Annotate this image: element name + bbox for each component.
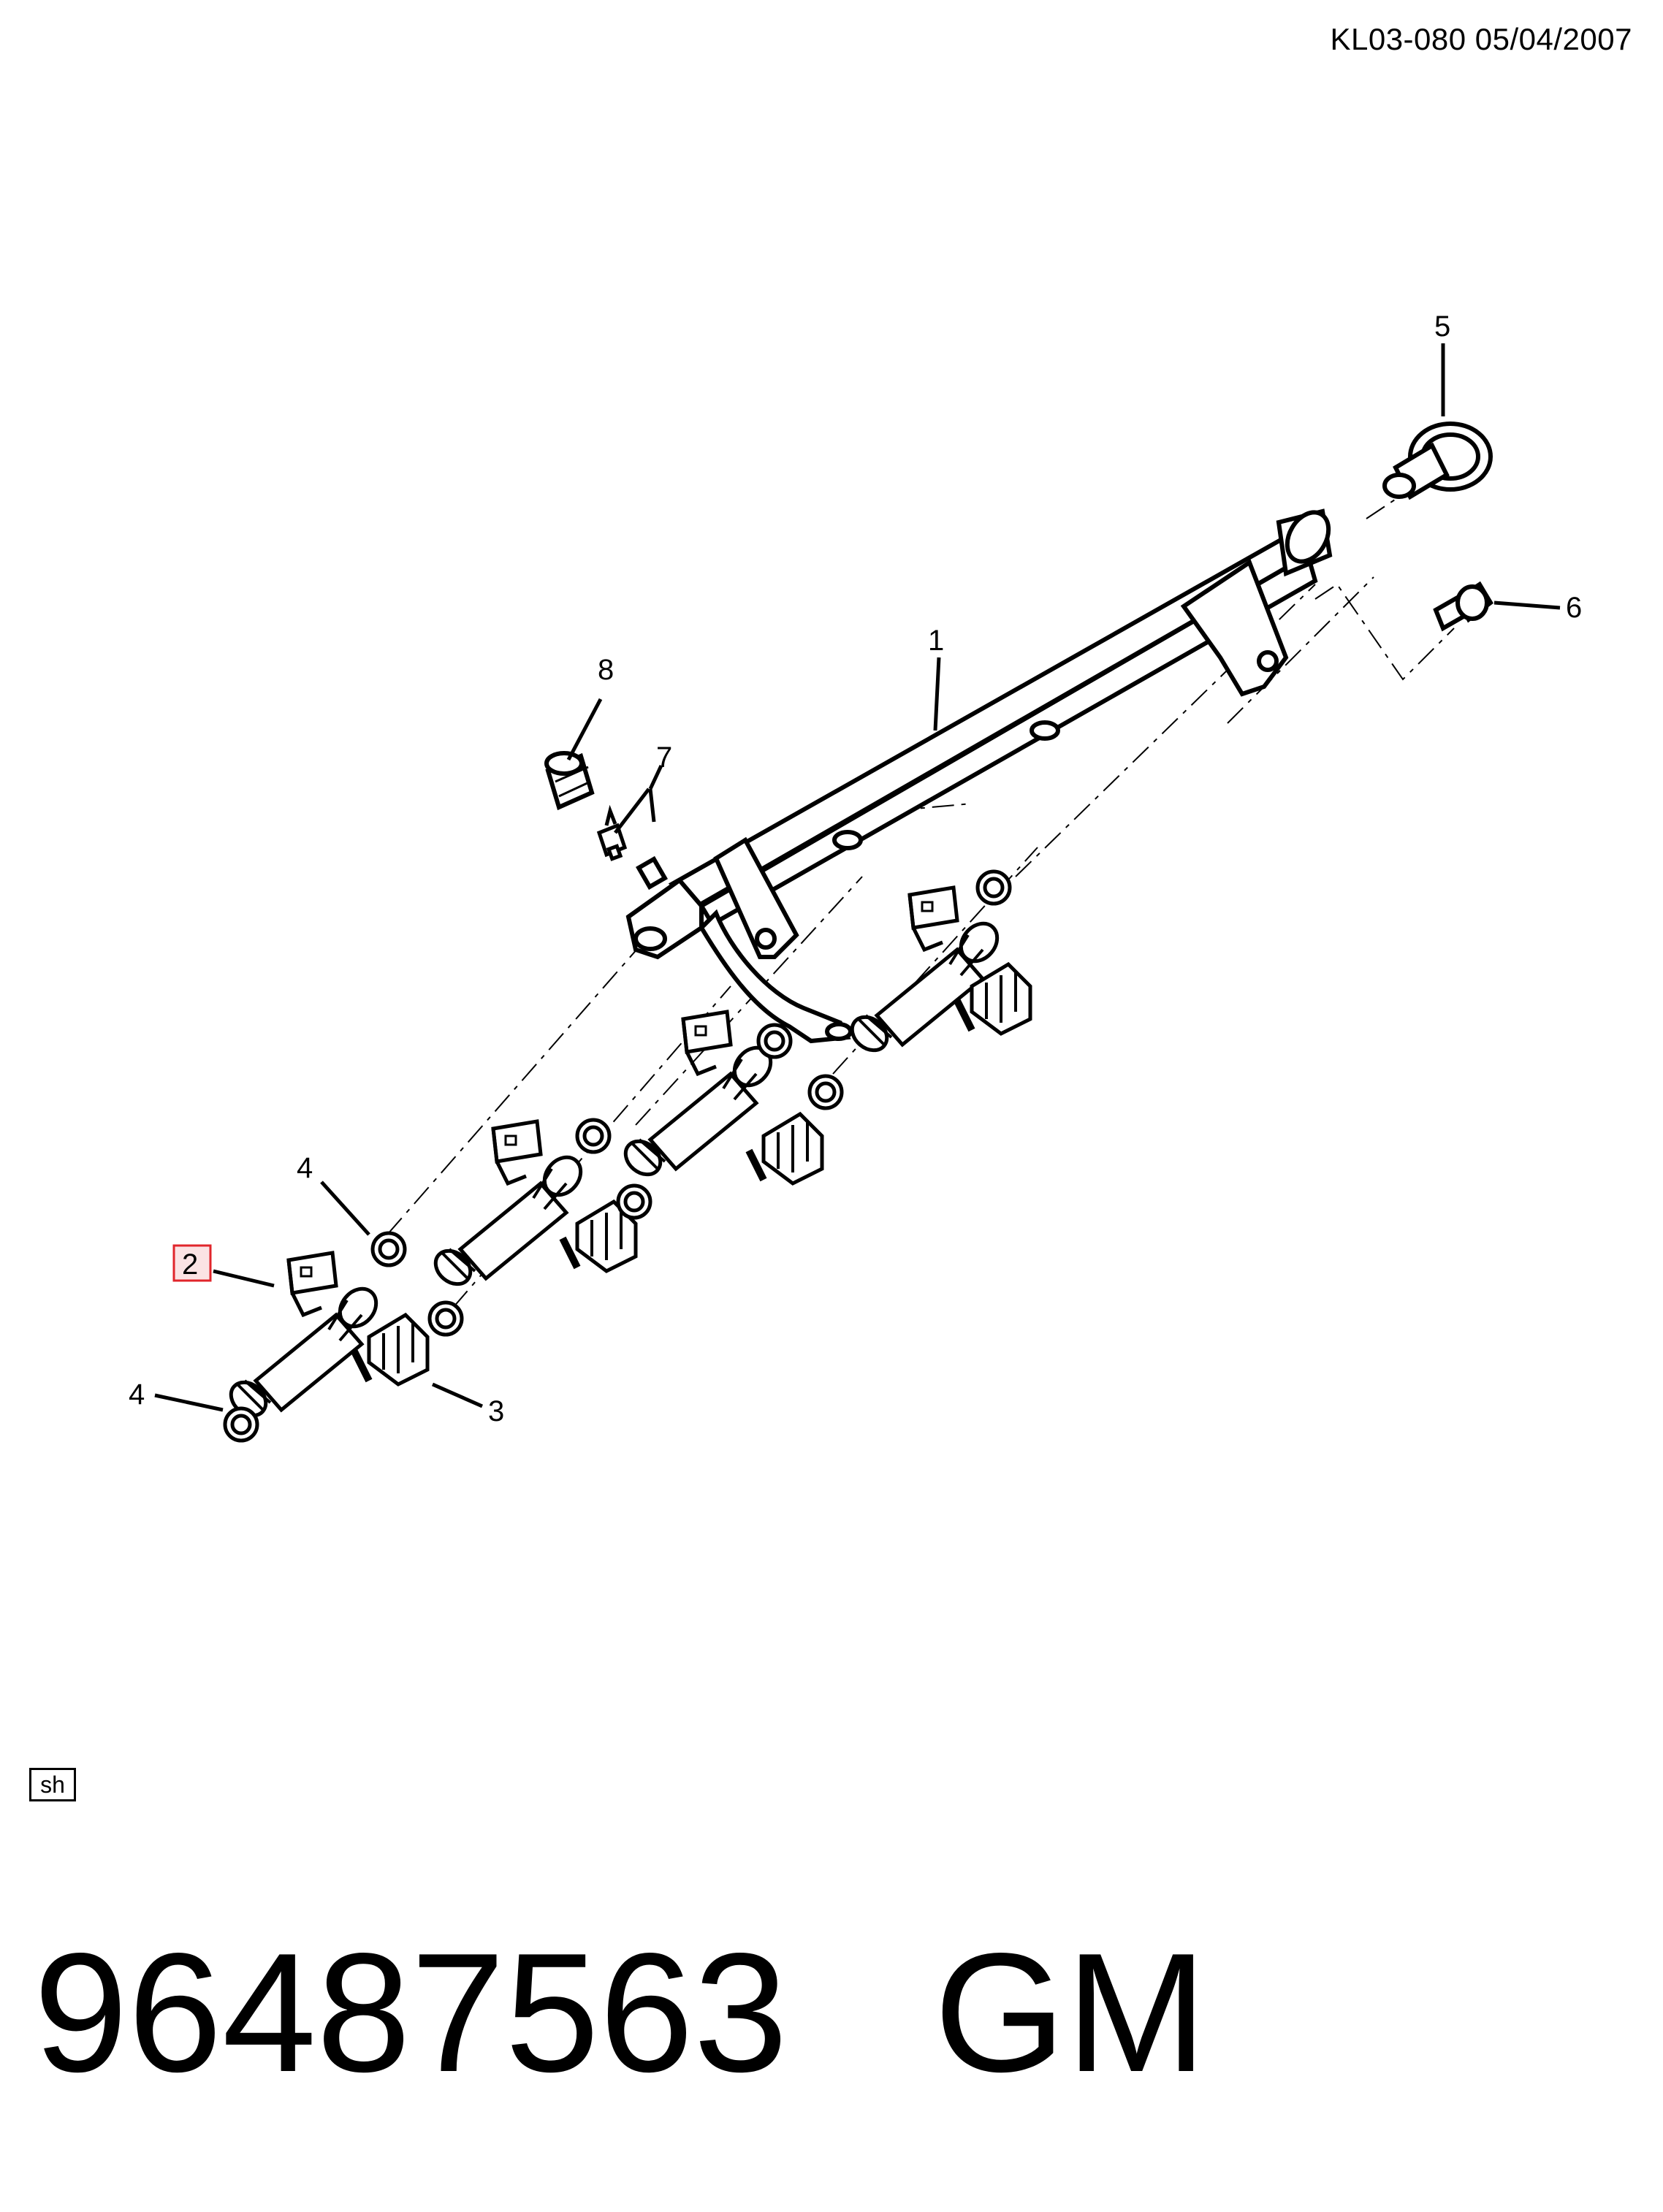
schrader-valve <box>596 804 628 861</box>
fuel-pressure-regulator <box>1382 422 1493 500</box>
sheet-badge: sh <box>29 1768 76 1801</box>
callout-2-highlight <box>172 1244 212 1282</box>
part-number: 96487563 <box>34 1918 788 2108</box>
callout-4-upper: 4 <box>297 1152 313 1184</box>
o-ring <box>978 872 1010 904</box>
retaining-clip <box>749 1114 822 1183</box>
callout-1: 1 <box>928 625 944 657</box>
drawing-reference: KL03-080 05/04/2007 <box>1330 22 1632 56</box>
o-ring <box>758 1025 791 1057</box>
fuel-rail <box>625 508 1333 1044</box>
fuel-injector <box>429 1121 588 1291</box>
callout-8: 8 <box>598 654 614 686</box>
callout-5: 5 <box>1434 310 1450 343</box>
callout-3: 3 <box>488 1395 504 1427</box>
callout-2: 2 <box>182 1248 198 1281</box>
o-ring <box>430 1303 462 1335</box>
retaining-clip <box>354 1315 427 1384</box>
fuel-rail-exploded-diagram: 1 2 3 4 4 5 6 7 8 <box>129 310 1582 1753</box>
callout-6: 6 <box>1566 592 1582 624</box>
callout-7: 7 <box>656 741 672 774</box>
bolt <box>1433 581 1493 632</box>
o-ring <box>373 1233 405 1265</box>
valve-cap <box>544 751 595 811</box>
callout-4-lower: 4 <box>129 1378 145 1411</box>
brand-name: GM <box>934 1918 1207 2108</box>
o-ring <box>577 1120 609 1152</box>
o-ring <box>225 1408 257 1441</box>
o-ring <box>810 1076 842 1108</box>
o-ring <box>618 1186 650 1218</box>
